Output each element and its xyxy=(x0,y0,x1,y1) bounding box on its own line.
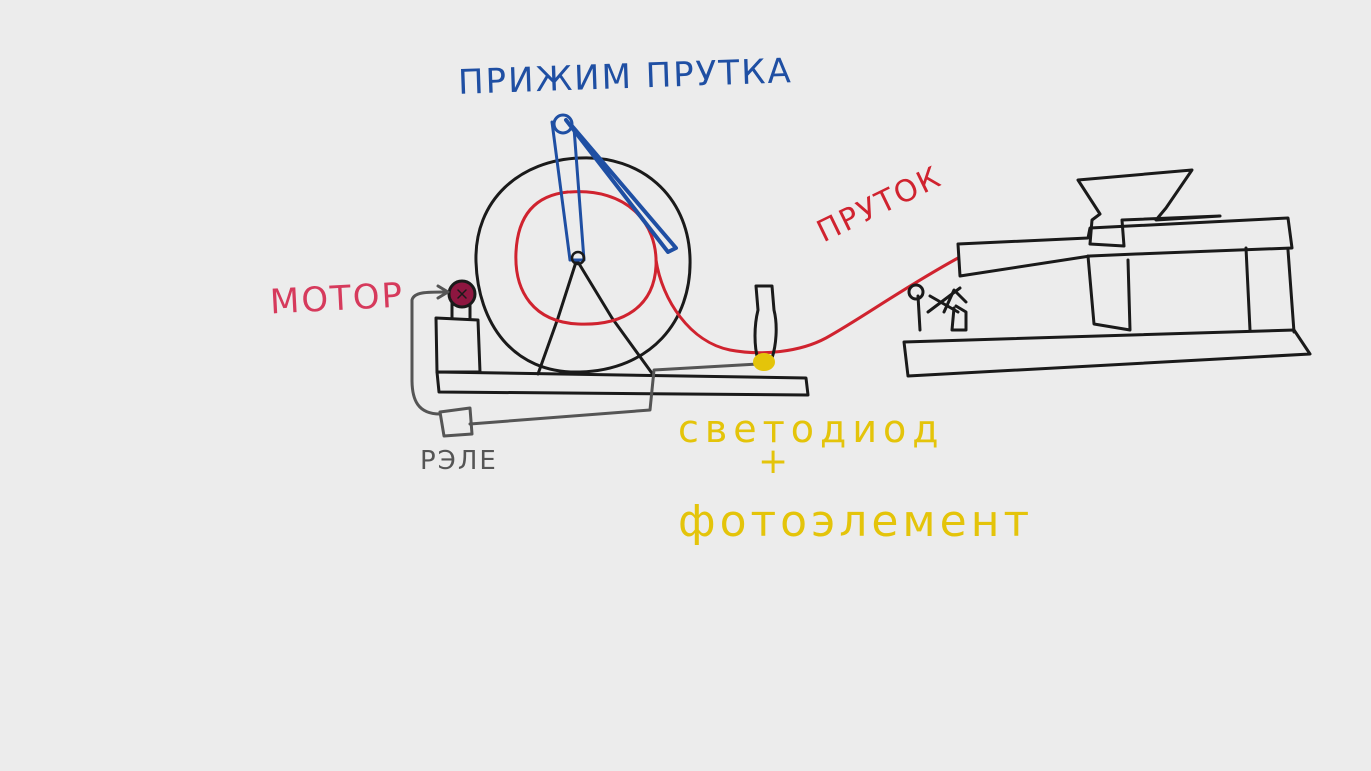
relay-motor-wire xyxy=(410,290,448,416)
clamp-arm xyxy=(550,120,586,262)
sensor-eye xyxy=(753,353,775,371)
filament-rod xyxy=(654,256,960,355)
relay-motor-arrow xyxy=(436,284,450,300)
spool-base xyxy=(435,370,810,397)
spool-leg-left xyxy=(536,260,578,376)
label-relay: РЭЛЕ xyxy=(420,446,498,476)
printer-body xyxy=(956,216,1294,278)
printer-column xyxy=(1086,246,1296,334)
relay-sensor-wire xyxy=(468,362,760,426)
relay-box xyxy=(438,406,474,438)
spool-disc xyxy=(474,156,692,374)
clamp-lever xyxy=(564,118,678,254)
sensor-post xyxy=(753,284,778,362)
label-motor: МОТОР xyxy=(269,275,406,323)
feeder-wheel xyxy=(907,283,925,301)
printer-hopper xyxy=(1076,168,1222,248)
label-plus: + xyxy=(758,441,791,482)
spool-leg-right xyxy=(576,260,656,378)
label-photocell: фотоэлемент xyxy=(678,496,1034,547)
feeder-blade xyxy=(926,286,962,314)
printer-feeder xyxy=(916,288,968,332)
motor-post xyxy=(434,316,482,374)
motor-marker xyxy=(457,289,467,299)
printer-bed xyxy=(902,328,1312,378)
clamp-pivot-bottom xyxy=(570,250,586,266)
label-led: светодиод xyxy=(678,407,945,451)
